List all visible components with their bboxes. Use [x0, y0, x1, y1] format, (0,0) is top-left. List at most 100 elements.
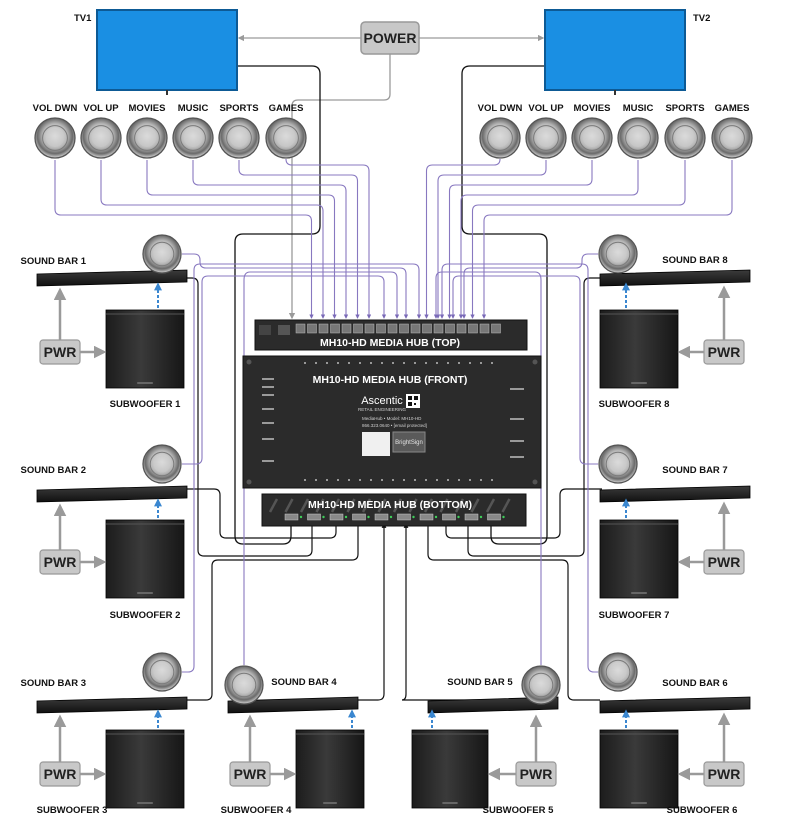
pwr-label: PWR — [708, 766, 741, 782]
tv2-button-label: MOVIES — [574, 103, 611, 114]
soundbar-6-hdmi-wire — [425, 521, 600, 701]
subwoofer-5 — [411, 729, 489, 809]
tv2-vol-up-button — [525, 117, 567, 159]
subwoofer-6-label: SUBWOOFER 6 — [667, 805, 738, 816]
tv1-button-label: GAMES — [269, 103, 304, 114]
hub-hdmi-port — [464, 513, 479, 521]
tv2-button-wire — [447, 160, 593, 319]
hub-top-port — [399, 323, 409, 334]
soundbar-2-hdmi-wire — [185, 488, 339, 539]
subwoofer-4-label: SUBWOOFER 4 — [221, 805, 292, 816]
soundbar-3-hdmi-wire — [180, 521, 361, 701]
subwoofer-7 — [599, 519, 679, 599]
tv2-button-wire — [424, 158, 501, 319]
sound-bar-1-label: SOUND BAR 1 — [21, 256, 87, 267]
sound-bar-1 — [36, 269, 188, 287]
tv1-button-label: VOL DWN — [33, 103, 78, 114]
hub-top-port — [456, 323, 467, 334]
zone-2-button-wire — [182, 275, 387, 465]
sound-bar-7-button — [598, 444, 638, 484]
tv2-sports-button — [664, 117, 706, 159]
pwr-label: PWR — [234, 766, 267, 782]
tv1-button-wire — [54, 160, 314, 319]
hub-top-port — [295, 323, 306, 334]
sound-bar-3-button — [142, 652, 182, 692]
power-to-hub-wire — [288, 54, 391, 320]
zone-8-button-wire — [461, 253, 598, 319]
tv1-button-wire — [192, 160, 349, 319]
hub-top-port — [376, 323, 386, 334]
tv2-vol-dwn-button — [479, 117, 521, 159]
hub-front-title: MH10-HD MEDIA HUB (FRONT) — [313, 374, 468, 386]
tv1-hdmi-wire — [220, 65, 321, 545]
hub-top-port — [433, 323, 444, 334]
soundbar-1-hdmi-wire — [180, 277, 315, 557]
soundbar-5-hdmi-wire — [401, 523, 558, 701]
tv1-button-wire — [146, 160, 337, 319]
pwr-box: PWR — [703, 761, 745, 787]
subwoofer-3-label: SUBWOOFER 3 — [37, 805, 108, 816]
tv-1-label: TV1 — [74, 13, 92, 24]
hub-hdmi-port — [307, 513, 321, 521]
sound-bar-3 — [36, 696, 188, 714]
tv2-button-label: GAMES — [715, 103, 750, 114]
pwr-box: PWR — [39, 761, 81, 787]
hub-hdmi-port — [352, 513, 366, 521]
sound-bar-2-button — [142, 444, 182, 484]
hub-front-panel: MH10-HD MEDIA HUB (FRONT) Ascentic RETAI… — [242, 355, 542, 489]
power-box: POWER — [360, 21, 420, 55]
hub-model: MediaHub • Model: MH10-HD — [362, 416, 422, 421]
hub-contact: 866.323.0640 • [email protected] — [362, 423, 427, 428]
sound-bar-6-label: SOUND BAR 6 — [662, 678, 727, 689]
tv-1 — [96, 9, 238, 95]
tv1-button-label: SPORTS — [219, 103, 258, 114]
sound-bar-2-label: SOUND BAR 2 — [21, 465, 86, 476]
subwoofer-1 — [105, 309, 185, 389]
soundbar-7-hdmi-wire — [443, 488, 602, 539]
zone-4-button-wire — [243, 271, 400, 665]
hub-hdmi-port — [329, 513, 344, 521]
pwr-label: PWR — [44, 766, 77, 782]
sound-bar-4-button — [224, 665, 264, 705]
sound-bar-7-label: SOUND BAR 7 — [662, 465, 727, 476]
hub-top-title: MH10-HD MEDIA HUB (TOP) — [320, 337, 460, 349]
sound-bar-5-button — [521, 665, 561, 705]
hub-hdmi-port — [397, 513, 411, 521]
subwoofer-7-label: SUBWOOFER 7 — [599, 610, 670, 621]
hub-top-panel: MH10-HD MEDIA HUB (TOP) — [254, 319, 528, 351]
pwr-label: PWR — [44, 344, 77, 360]
tv1-button-wire — [100, 160, 326, 319]
tv1-button-wire — [285, 158, 372, 319]
wiring-layer — [54, 34, 733, 701]
zone-3-button-wire — [182, 263, 422, 673]
hub-bottom-panel: MH10-HD MEDIA HUB (BOTTOM) — [261, 493, 527, 527]
pwr-box: PWR — [515, 761, 557, 787]
hub-top-port — [318, 323, 329, 334]
zone-7-button-wire — [450, 275, 598, 465]
zone-1-button-wire — [182, 253, 409, 319]
sound-bar-4-label: SOUND BAR 4 — [271, 677, 337, 688]
tv2-button-wire — [481, 160, 733, 319]
subwoofer-4 — [295, 729, 365, 809]
sound-bar-8-label: SOUND BAR 8 — [662, 255, 727, 266]
sound-bar-2 — [36, 485, 188, 503]
sound-bar-8 — [599, 269, 751, 287]
sound-bar-6 — [599, 696, 751, 714]
pwr-box: PWR — [229, 761, 271, 787]
sound-bar-5-label: SOUND BAR 5 — [447, 677, 513, 688]
hub-top-port — [364, 323, 375, 334]
hub-top-port — [307, 323, 317, 334]
pwr-label: PWR — [708, 554, 741, 570]
sound-bar-3-label: SOUND BAR 3 — [21, 678, 86, 689]
hub-hdmi-port — [419, 513, 434, 521]
tv1-movies-button — [126, 117, 168, 159]
pwr-label: PWR — [520, 766, 553, 782]
pwr-label: PWR — [44, 554, 77, 570]
tv2-button-wire — [470, 160, 686, 319]
tv-2 — [544, 9, 686, 95]
soundbar-4-hdmi-wire — [358, 523, 387, 701]
subwoofer-8 — [599, 309, 679, 389]
hub-hdmi-port — [284, 513, 299, 521]
